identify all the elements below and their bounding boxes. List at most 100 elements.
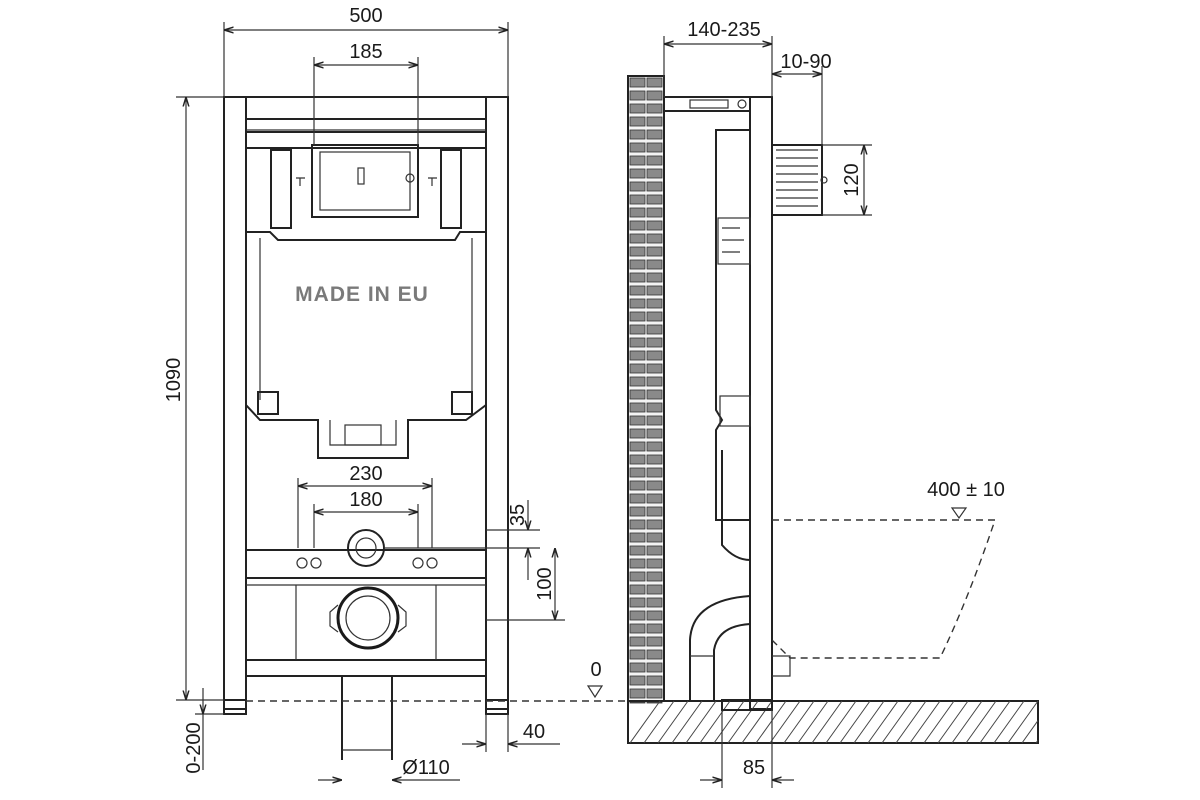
- floor-level-marker: [586, 685, 604, 699]
- brick: [646, 493, 663, 504]
- hatch-line: [951, 700, 983, 744]
- brick: [629, 103, 646, 114]
- hatch-line: [853, 700, 885, 744]
- brick: [629, 389, 646, 400]
- bolt-right-outer: [426, 557, 438, 569]
- brick: [629, 285, 646, 296]
- dim-width-total: 500: [349, 5, 382, 27]
- bottom-rail: [245, 659, 487, 677]
- brick: [629, 272, 646, 283]
- brick-wall-outline: [627, 75, 665, 702]
- brick: [646, 168, 663, 179]
- brick: [629, 324, 646, 335]
- hatch-line: [755, 700, 787, 744]
- side-view: 140-235 10-90 120 400 ± 10 0 85: [586, 19, 1039, 788]
- drain-outlet: [336, 586, 400, 650]
- brick: [629, 298, 646, 309]
- brick: [646, 558, 663, 569]
- flush-pipe: [721, 450, 751, 561]
- dim-flush-plate-width: 185: [349, 41, 382, 63]
- brick: [646, 77, 663, 88]
- brick: [646, 402, 663, 413]
- made-in-eu-stamp: MADE IN EU: [295, 283, 429, 306]
- side-foot: [721, 699, 773, 711]
- brick: [629, 610, 646, 621]
- brick: [646, 506, 663, 517]
- flush-panel: [771, 144, 823, 216]
- brick: [629, 701, 646, 704]
- dim-foot-adjust: 0-200: [183, 722, 205, 773]
- brick: [629, 259, 646, 270]
- brick: [629, 155, 646, 166]
- brick: [629, 493, 646, 504]
- dim-panel-height: 120: [841, 163, 863, 196]
- brick: [629, 207, 646, 218]
- brick: [646, 155, 663, 166]
- brick: [629, 77, 646, 88]
- brick: [646, 129, 663, 140]
- brick: [629, 480, 646, 491]
- brick: [629, 545, 646, 556]
- right-foot: [485, 699, 509, 715]
- brick: [629, 675, 646, 686]
- hatch-line: [685, 700, 717, 744]
- brick: [646, 636, 663, 647]
- brick: [629, 376, 646, 387]
- hatch-line: [1021, 720, 1039, 744]
- mounting-bar: [245, 549, 487, 579]
- left-foot: [223, 699, 247, 715]
- brick: [646, 467, 663, 478]
- hatch-line: [713, 700, 745, 744]
- hatch-line: [881, 700, 913, 744]
- hatch-line: [797, 700, 829, 744]
- brick: [629, 181, 646, 192]
- brick: [646, 480, 663, 491]
- brick: [629, 649, 646, 660]
- brick: [629, 636, 646, 647]
- brick: [646, 415, 663, 426]
- brick: [629, 168, 646, 179]
- drain-bend: [689, 595, 751, 700]
- brick: [646, 597, 663, 608]
- brick: [629, 662, 646, 673]
- brick: [646, 272, 663, 283]
- drain-pipe: [341, 676, 393, 760]
- hatch-line: [811, 700, 843, 744]
- brick: [646, 194, 663, 205]
- brick: [646, 532, 663, 543]
- hatch-line: [1007, 700, 1039, 744]
- brick: [629, 363, 646, 374]
- brick: [646, 233, 663, 244]
- front-view: 500 185 1090 0-200 230 180 35: [163, 5, 565, 780]
- bolt-left-outer: [296, 557, 308, 569]
- brick: [646, 324, 663, 335]
- hatch-line: [783, 700, 815, 744]
- brick: [646, 584, 663, 595]
- floor-hatching: [629, 700, 1039, 744]
- dim-drain-offset: 85: [743, 757, 765, 779]
- brick: [646, 103, 663, 114]
- hatch-line: [657, 700, 689, 744]
- brick-wall: [627, 75, 665, 704]
- side-frame-post: [749, 96, 773, 710]
- brick: [629, 116, 646, 127]
- hatch-line: [993, 700, 1025, 744]
- toilet-bowl: [771, 519, 996, 659]
- brick: [629, 623, 646, 634]
- brick: [646, 623, 663, 634]
- hatch-line: [909, 700, 941, 744]
- brick: [646, 285, 663, 296]
- brick: [646, 259, 663, 270]
- brick: [646, 610, 663, 621]
- dim-bolt-spacing-inner: 180: [349, 489, 382, 511]
- brick: [629, 506, 646, 517]
- brick: [646, 337, 663, 348]
- hatch-line: [839, 700, 871, 744]
- brick: [629, 467, 646, 478]
- brick: [629, 90, 646, 101]
- brick: [646, 363, 663, 374]
- dim-outlet-offset: 100: [534, 567, 556, 600]
- cistern-top: [245, 131, 487, 149]
- left-clip: [257, 391, 279, 415]
- brick: [629, 402, 646, 413]
